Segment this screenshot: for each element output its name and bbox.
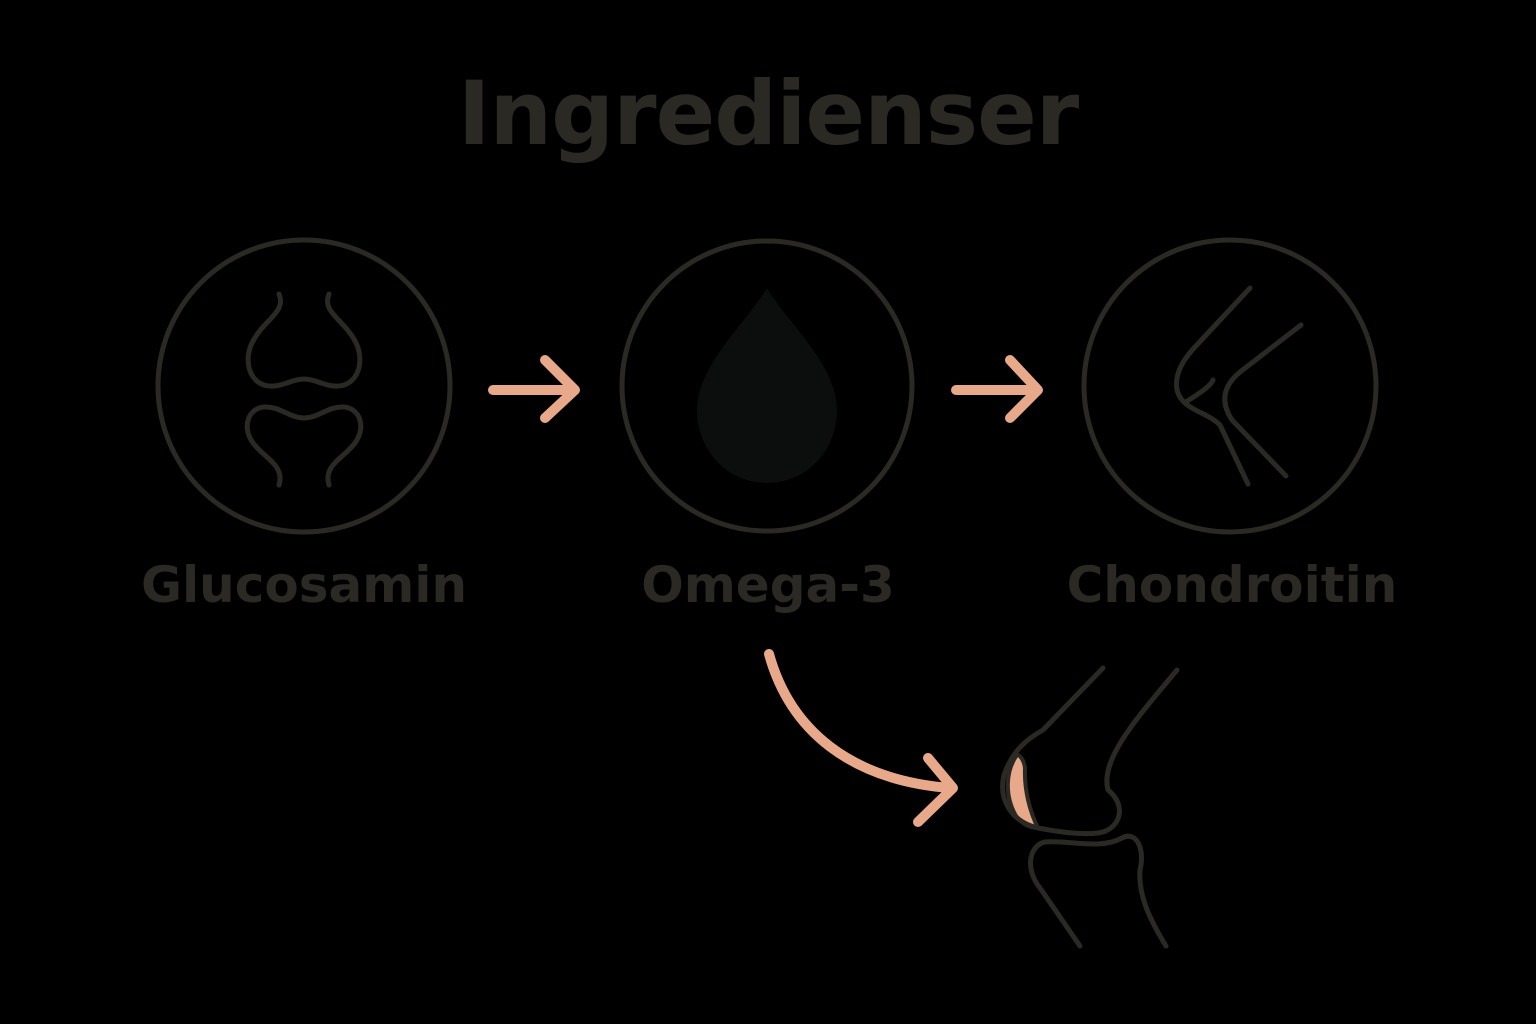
cartilage-highlight	[1005, 752, 1042, 831]
bent-knee-icon	[1174, 285, 1304, 487]
label-omega-3: Omega-3	[641, 556, 895, 614]
joint-bones-icon	[244, 291, 364, 488]
curved-arrow	[764, 649, 958, 827]
arrow-right-2	[951, 355, 1043, 423]
knee-joint-cartilage-icon	[1000, 665, 1180, 949]
oil-drop-icon	[696, 287, 838, 484]
chondroitin-node	[1081, 237, 1379, 535]
omega-circle	[619, 238, 915, 534]
chondroitin-circle	[1081, 237, 1379, 535]
diagram-title: Ingredienser	[457, 62, 1079, 165]
glucosamin-node	[155, 237, 453, 535]
glucosamin-circle	[155, 237, 453, 535]
omega-node	[619, 238, 915, 534]
label-glucosamin: Glucosamin	[140, 556, 468, 614]
arrow-right-1	[488, 355, 580, 423]
label-chondroitin: Chondroitin	[1066, 556, 1398, 614]
